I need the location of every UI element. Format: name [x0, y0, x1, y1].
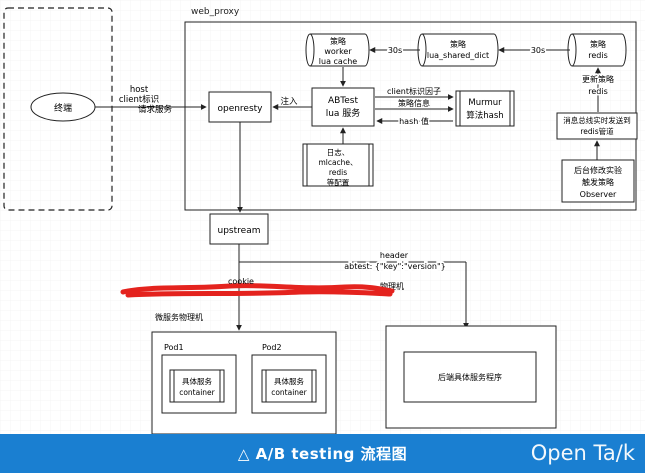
- terminal-label: 终端: [54, 102, 72, 114]
- observer-box: [561, 159, 635, 203]
- redis-label-1: 策略: [590, 39, 606, 49]
- config-box: [302, 143, 374, 187]
- config-label-1: 日志、: [327, 147, 350, 157]
- abtest-box: [311, 87, 375, 127]
- murmur-label-1: Murmur: [468, 98, 502, 108]
- shared-dict-cylinder: [417, 33, 499, 67]
- abtest-label-2: lua 服务: [326, 107, 361, 119]
- backend-service-box: [403, 351, 537, 403]
- murmur-box: [455, 90, 515, 127]
- observer-label-2: 触发策略: [582, 177, 614, 187]
- container2-box: [261, 369, 317, 403]
- pod2-label: Pod2: [262, 343, 282, 352]
- observer-label-3: Observer: [580, 190, 617, 199]
- pod1-label: Pod1: [164, 343, 184, 352]
- interval-2-label: 30s: [531, 46, 545, 55]
- message-bus-box: [556, 112, 638, 140]
- abtest-header-label: abtest: {"key":"version"}: [344, 262, 445, 271]
- container2-label-1: 具体服务: [274, 376, 304, 386]
- inject-label: 注入: [280, 96, 298, 107]
- container1-box: [169, 369, 225, 403]
- micro-service-machine-label: 微服务物理机: [155, 312, 203, 322]
- config-label-4: 等配置: [327, 177, 350, 187]
- observer-label-1: 后台修改实验: [574, 165, 622, 175]
- header-label: header: [380, 251, 409, 260]
- message-bus-label-2: redis管道: [580, 126, 614, 136]
- ab-testing-flow-diagram: web_proxy 终端 host client标识 请求服务 openrest…: [0, 0, 645, 434]
- physical-machine-label: 物理机: [380, 281, 404, 291]
- backend-service-label: 后端具体服务程序: [438, 372, 502, 382]
- web-proxy-label: web_proxy: [191, 7, 240, 17]
- container1-label-1: 具体服务: [182, 376, 212, 386]
- strategy-info-label: 策略信息: [398, 98, 430, 108]
- container2-label-2: container: [271, 388, 307, 397]
- host-label: host: [130, 85, 149, 95]
- openresty-box: [208, 91, 272, 123]
- update-strategy-label-2: redis: [588, 87, 608, 96]
- red-scribble-redaction: [120, 283, 395, 298]
- client-id-label: client标识: [119, 94, 159, 105]
- message-bus-label-1: 消息总线实时发送到: [563, 115, 631, 125]
- config-label-2: mlcache、: [318, 158, 357, 167]
- redis-cylinder: [567, 33, 627, 67]
- worker-cache-label-2: worker: [324, 47, 352, 56]
- murmur-label-2: 算法hash: [466, 110, 503, 121]
- brand-logo: Open Ta/k: [530, 441, 635, 465]
- upstream-box: [209, 213, 269, 245]
- interval-1-label: 30s: [388, 46, 402, 55]
- config-label-3: redis: [329, 168, 347, 177]
- openresty-label: openresty: [217, 104, 263, 114]
- worker-cache-cylinder: [305, 33, 370, 67]
- worker-cache-label-3: lua cache: [319, 57, 358, 66]
- container1-label-2: container: [179, 388, 215, 397]
- terminal-dashed-box: [3, 7, 113, 211]
- worker-cache-label-1: 策略: [330, 36, 346, 46]
- hash-value-label: hash 值: [399, 116, 429, 126]
- client-factor-label: client标识因子: [387, 86, 441, 96]
- footer-caption: △ A/B testing 流程图: [237, 445, 408, 463]
- cookie-label: cookie: [228, 277, 254, 286]
- upstream-label: upstream: [218, 226, 261, 236]
- abtest-label-1: ABTest: [328, 96, 359, 106]
- redis-label-2: redis: [588, 51, 608, 60]
- shared-dict-label-1: 策略: [450, 39, 466, 49]
- shared-dict-label-2: lua_shared_dict: [427, 51, 489, 60]
- update-strategy-label-1: 更新策略: [582, 74, 614, 84]
- caption-footer-bar: △ A/B testing 流程图 Open Ta/k: [0, 434, 645, 473]
- request-service-label: 请求服务: [138, 104, 173, 115]
